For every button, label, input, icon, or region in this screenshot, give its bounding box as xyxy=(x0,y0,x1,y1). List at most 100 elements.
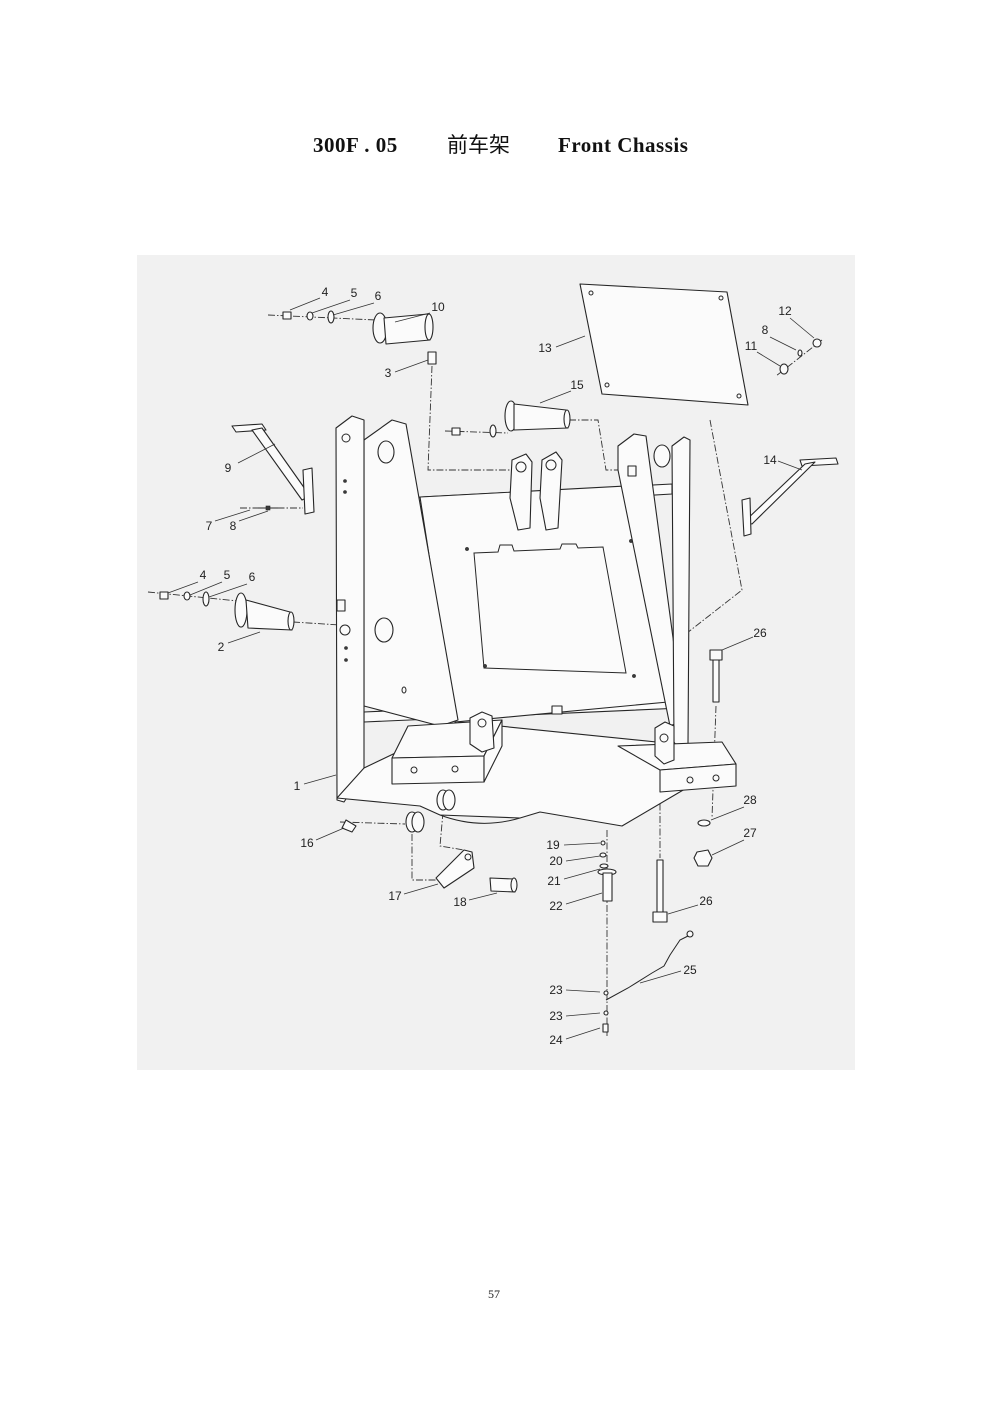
right-pin-nut xyxy=(627,465,637,477)
bolt-shank xyxy=(712,659,720,703)
side-plate-hole xyxy=(343,490,347,494)
callout-label: 6 xyxy=(249,570,256,584)
callout-label: 20 xyxy=(549,854,563,868)
loose-parts xyxy=(159,283,839,1033)
left-foot-pad-front xyxy=(391,755,485,785)
callout-label: 1 xyxy=(294,779,301,793)
pin-end xyxy=(287,611,295,631)
left-pad-lug xyxy=(469,711,495,753)
bracket-hole xyxy=(464,853,472,861)
callout-label: 24 xyxy=(549,1033,563,1047)
pin-end xyxy=(424,313,434,341)
washer-icon xyxy=(603,990,609,996)
leader-line xyxy=(394,359,429,373)
leader-line xyxy=(303,774,337,785)
screw-icon xyxy=(600,840,606,846)
callout-label: 22 xyxy=(549,899,563,913)
washer-icon xyxy=(327,310,335,324)
leader-line xyxy=(565,1012,601,1017)
washer-icon xyxy=(599,852,607,858)
leader-line xyxy=(711,839,745,856)
lug-hole xyxy=(659,733,669,743)
callout-label: 11 xyxy=(745,339,758,353)
leader-line xyxy=(214,509,251,522)
leader-line xyxy=(315,827,345,841)
leader-line xyxy=(189,581,223,596)
leader-line xyxy=(565,1027,601,1040)
leader-line xyxy=(769,336,797,351)
axis-line xyxy=(411,834,436,881)
mount-hole xyxy=(451,765,459,773)
callout-label: 18 xyxy=(453,895,467,909)
callout-label: 8 xyxy=(230,519,237,533)
callout-label: 5 xyxy=(351,286,358,300)
bolt-icon xyxy=(282,311,292,320)
leader-line xyxy=(167,581,199,594)
leader-line xyxy=(555,335,586,348)
callout-label: 6 xyxy=(375,289,382,303)
callout-label: 27 xyxy=(743,826,757,840)
clip-icon xyxy=(341,819,357,833)
axis-line xyxy=(427,365,510,471)
callout-label: 3 xyxy=(385,366,392,380)
bolt-head xyxy=(709,649,723,661)
leader-line xyxy=(227,631,261,644)
callout-label: 9 xyxy=(225,461,232,475)
side-plate-pivot-nut xyxy=(336,599,346,612)
side-plate-hole xyxy=(344,658,348,662)
leader-line xyxy=(563,868,601,880)
strut-left-bracket xyxy=(302,467,315,515)
cover-hole xyxy=(718,295,724,301)
side-plate-hole xyxy=(341,433,351,443)
callout-label: 28 xyxy=(743,793,757,807)
panel-hole xyxy=(632,674,636,678)
panel-lug-left xyxy=(509,453,533,531)
axis-line xyxy=(444,430,509,434)
cover-plate xyxy=(579,283,749,406)
leader-line xyxy=(710,806,745,821)
leader-line xyxy=(789,317,815,339)
callout-label: 23 xyxy=(549,983,563,997)
leader-line xyxy=(721,636,754,651)
pin-flange xyxy=(234,592,248,628)
bolt-shank xyxy=(656,859,664,913)
panel-lug-right xyxy=(539,451,563,531)
bolt-icon xyxy=(451,427,461,436)
leader-lines xyxy=(167,297,815,1040)
callout-label: 4 xyxy=(200,568,207,582)
right-upper-boss xyxy=(653,444,671,468)
pin-end xyxy=(563,409,571,429)
locating-pin xyxy=(602,872,613,902)
screw-icon xyxy=(602,1023,609,1033)
left-upper-boss xyxy=(377,440,395,464)
leader-line xyxy=(237,443,276,464)
base-center-lug xyxy=(551,705,563,715)
leader-line xyxy=(468,892,498,901)
callout-labels: 4 5 6 10 3 13 15 12 8 11 9 7 8 14 4 5 6 … xyxy=(200,285,792,1047)
callout-label: 5 xyxy=(224,568,231,582)
mount-hole xyxy=(686,776,694,784)
cover-hole xyxy=(588,290,594,296)
side-plate-hole xyxy=(339,624,351,636)
callout-label: 7 xyxy=(206,519,213,533)
rod-end-ring xyxy=(686,930,694,938)
washer-icon xyxy=(603,1010,609,1016)
washer-icon xyxy=(599,863,609,869)
leader-line xyxy=(639,970,682,984)
right-foot-pad-front xyxy=(659,763,737,793)
washer-icon xyxy=(489,424,497,438)
mount-hole xyxy=(410,766,418,774)
strut-right-bracket xyxy=(741,497,752,537)
axis-line xyxy=(339,821,406,825)
callout-label: 21 xyxy=(547,874,561,888)
leader-line xyxy=(539,390,572,404)
cover-hole xyxy=(604,382,610,388)
left-middle-boss xyxy=(374,617,394,643)
leader-line xyxy=(563,842,601,846)
right-pad-lug xyxy=(654,721,675,765)
leader-line xyxy=(565,892,603,905)
bushing-end xyxy=(510,877,518,893)
leader-line xyxy=(667,904,699,915)
leader-line xyxy=(777,460,803,471)
